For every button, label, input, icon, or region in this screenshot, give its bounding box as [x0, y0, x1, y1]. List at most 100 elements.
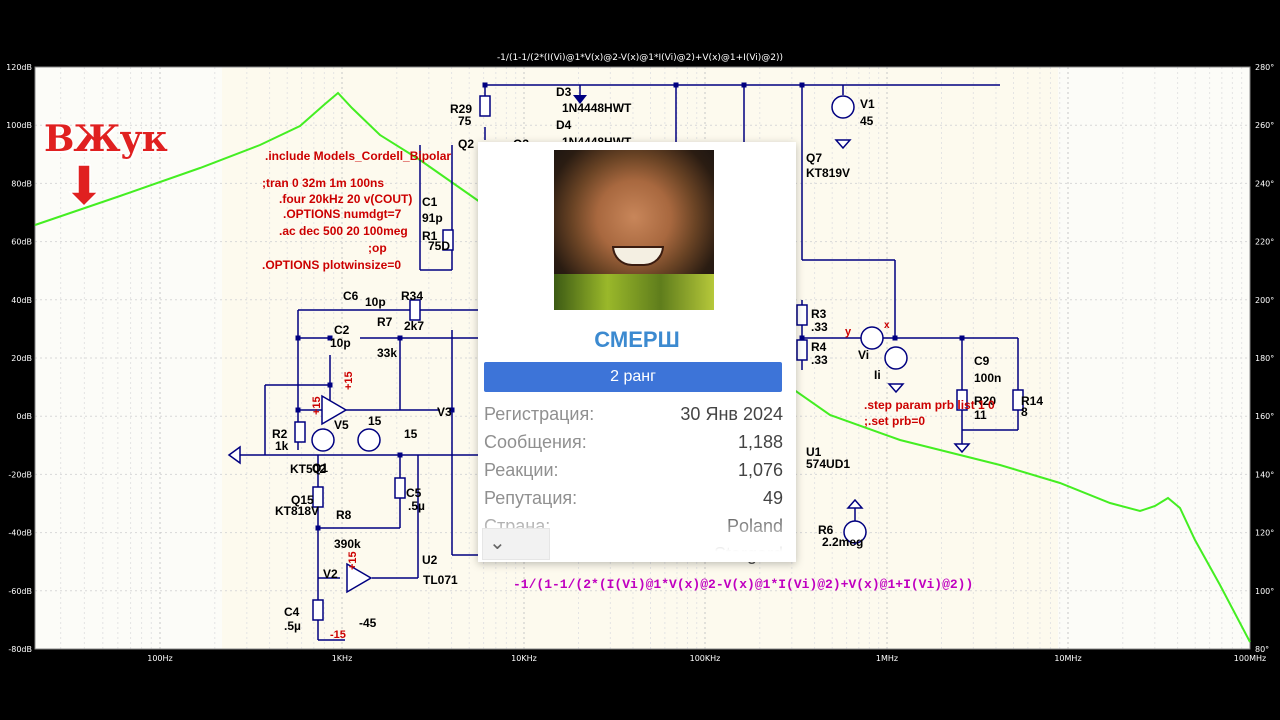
component-label: R20: [974, 394, 996, 408]
component-label: Q15: [291, 493, 314, 507]
resistor-symbol: [956, 389, 968, 411]
resistor-symbol: [796, 339, 808, 361]
source-symbol: [357, 428, 381, 452]
component-label: 8: [1021, 405, 1028, 419]
stat-label: Сообщения:: [484, 432, 587, 452]
component-label: R7: [377, 315, 393, 329]
resistor-symbol: [394, 477, 406, 499]
component-label: 2.2meg: [822, 535, 863, 549]
supply-label: +15: [347, 551, 359, 570]
component-label: 10p: [330, 336, 351, 350]
resistor-symbol: [312, 599, 324, 621]
component-label: R6: [818, 523, 834, 537]
component-label: 11: [974, 408, 987, 422]
component-label: 91p: [422, 211, 443, 225]
y-tick-left: -20dB: [8, 470, 32, 479]
component-label: 1k: [275, 439, 289, 453]
component-label: KT502: [290, 462, 326, 476]
spice-directive[interactable]: ;op: [368, 241, 387, 255]
component-label: 33k: [377, 346, 397, 360]
source-symbol: [311, 428, 335, 452]
spice-directive[interactable]: .OPTIONS numdgt=7: [283, 207, 402, 221]
spice-directive[interactable]: .ac dec 500 20 100meg: [279, 224, 408, 238]
y-tick-left: 120dB: [6, 63, 32, 72]
spice-directive[interactable]: ;.set prb=0: [864, 414, 925, 428]
rank-badge: 2 ранг: [484, 362, 782, 392]
chevron-down-icon: ⌄: [489, 532, 506, 554]
y-tick-left: 0dB: [16, 412, 32, 421]
avatar[interactable]: [554, 150, 714, 310]
resistor-symbol: [1012, 389, 1024, 411]
component-label: C5: [406, 486, 422, 500]
component-label: KT818V: [275, 504, 319, 518]
x-tick: 100MHz: [1234, 654, 1266, 663]
y-tick-right: 160°: [1255, 412, 1274, 421]
component-label: 15: [404, 427, 418, 441]
component-label: Q7: [806, 151, 822, 165]
y-tick-left: 20dB: [11, 354, 32, 363]
junction-dot: [327, 335, 333, 341]
spice-directive[interactable]: ;tran 0 32m 1m 100ns: [262, 176, 384, 190]
x-tick: 100Hz: [147, 654, 172, 663]
y-tick-right: 220°: [1255, 238, 1274, 247]
component-label: C4: [284, 605, 300, 619]
node-label: y: [845, 326, 852, 338]
component-label: U1: [806, 445, 822, 459]
component-label: TL071: [423, 573, 458, 587]
ground-symbol: [227, 445, 241, 465]
component-label: 574UD1: [806, 457, 850, 471]
component-label: U2: [422, 553, 438, 567]
junction-dot: [397, 335, 403, 341]
y-tick-left: 100dB: [6, 121, 32, 130]
y-tick-right: 120°: [1255, 529, 1274, 538]
component-label: D4: [556, 118, 572, 132]
plot-title: -1/(1-1/(2*(I(Vi)@1*V(x)@2-V(x)@1*I(Vi)@…: [496, 53, 784, 63]
expand-button[interactable]: ⌄: [482, 528, 550, 560]
y-tick-right: 80°: [1255, 645, 1269, 654]
arrow-icon: [68, 164, 100, 208]
spice-directive[interactable]: .step param prb list 1 0: [864, 398, 995, 412]
y-tick-right: 260°: [1255, 121, 1274, 130]
y-tick-left: -40dB: [8, 529, 32, 538]
spice-directive[interactable]: .include Models_Cordell_Bipolar: [265, 149, 451, 163]
component-label: R34: [401, 289, 423, 303]
spice-directive[interactable]: .OPTIONS plotwinsize=0: [262, 258, 401, 272]
stat-label: Регистрация:: [484, 404, 595, 424]
component-label: 45: [860, 114, 874, 128]
component-label: 15: [368, 414, 382, 428]
component-label: V2: [323, 567, 338, 581]
component-label: C9: [974, 354, 990, 368]
component-label: R14: [1021, 394, 1043, 408]
diode-symbol: [573, 95, 587, 104]
junction-dot: [799, 82, 805, 88]
component-label: 1N4448HWT: [562, 101, 632, 115]
profile-stat-row: Сообщения:1,188: [484, 432, 783, 456]
username[interactable]: СМЕРШ: [594, 327, 680, 352]
component-label: C2: [334, 323, 350, 337]
y-tick-left: -60dB: [8, 587, 32, 596]
stat-value: 30 Янв 2024: [680, 404, 783, 424]
supply-label: -15: [330, 629, 346, 641]
resistor-symbol: [294, 421, 306, 443]
component-label: 100n: [974, 371, 1001, 385]
component-label: Q1: [312, 461, 328, 475]
y-tick-right: 140°: [1255, 470, 1274, 479]
ground-symbol: [953, 443, 971, 454]
x-tick: 1MHz: [876, 654, 898, 663]
source-symbol: [843, 520, 867, 544]
junction-dot: [295, 335, 301, 341]
component-label: V3: [437, 405, 452, 419]
y-tick-left: 80dB: [11, 179, 32, 188]
y-tick-left: 40dB: [11, 296, 32, 305]
component-label: Vi: [858, 348, 869, 362]
stat-label: Реакции:: [484, 460, 559, 480]
component-label: 75D: [428, 239, 450, 253]
profile-stat-row: Репутация:49: [484, 488, 783, 512]
junction-dot: [799, 335, 805, 341]
y-tick-right: 280°: [1255, 63, 1274, 72]
supply-label: +15: [343, 371, 355, 390]
spice-directive[interactable]: .four 20kHz 20 v(COUT): [279, 192, 412, 206]
component-label: .5µ: [408, 499, 425, 513]
x-tick: 10KHz: [511, 654, 537, 663]
